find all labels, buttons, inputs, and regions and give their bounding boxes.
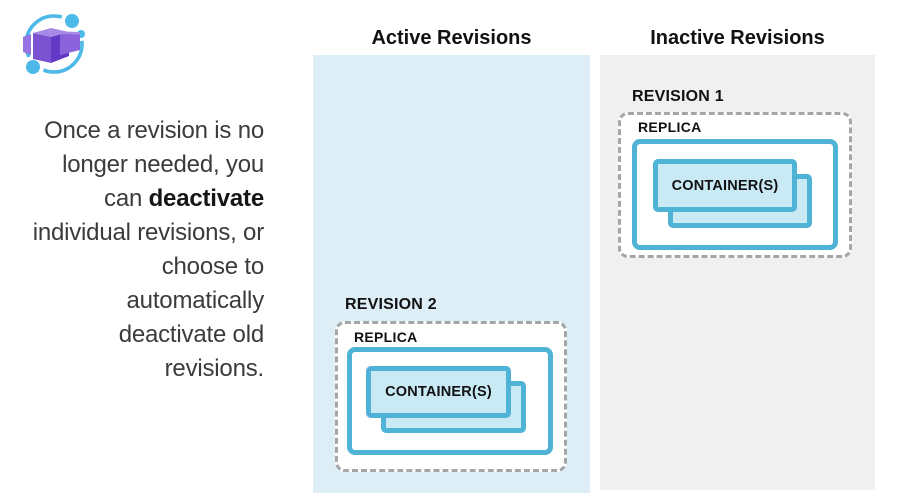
- revision-1-replica-label: REPLICA: [638, 119, 702, 135]
- intro-text-after: individual revisions, or choose to autom…: [32, 219, 265, 382]
- intro-text: Once a revision is no longer needed, you…: [22, 114, 265, 386]
- intro-text-before: Once a revision is no longer needed, you…: [44, 117, 264, 212]
- azure-container-apps-icon: [14, 4, 94, 84]
- container-apps-logo-svg: [22, 10, 88, 78]
- revision-2-label: REVISION 2: [345, 296, 437, 313]
- intro-bold-word: deactivate: [148, 185, 265, 212]
- revision-2-replica-label: REPLICA: [354, 329, 418, 345]
- revision-1-label: REVISION 1: [632, 88, 724, 105]
- inactive-revisions-title: Inactive Revisions: [650, 27, 825, 49]
- revision-2-container-card: CONTAINER(S): [366, 366, 511, 418]
- revision-1-container-card: CONTAINER(S): [653, 159, 797, 212]
- active-revisions-title: Active Revisions: [371, 27, 532, 49]
